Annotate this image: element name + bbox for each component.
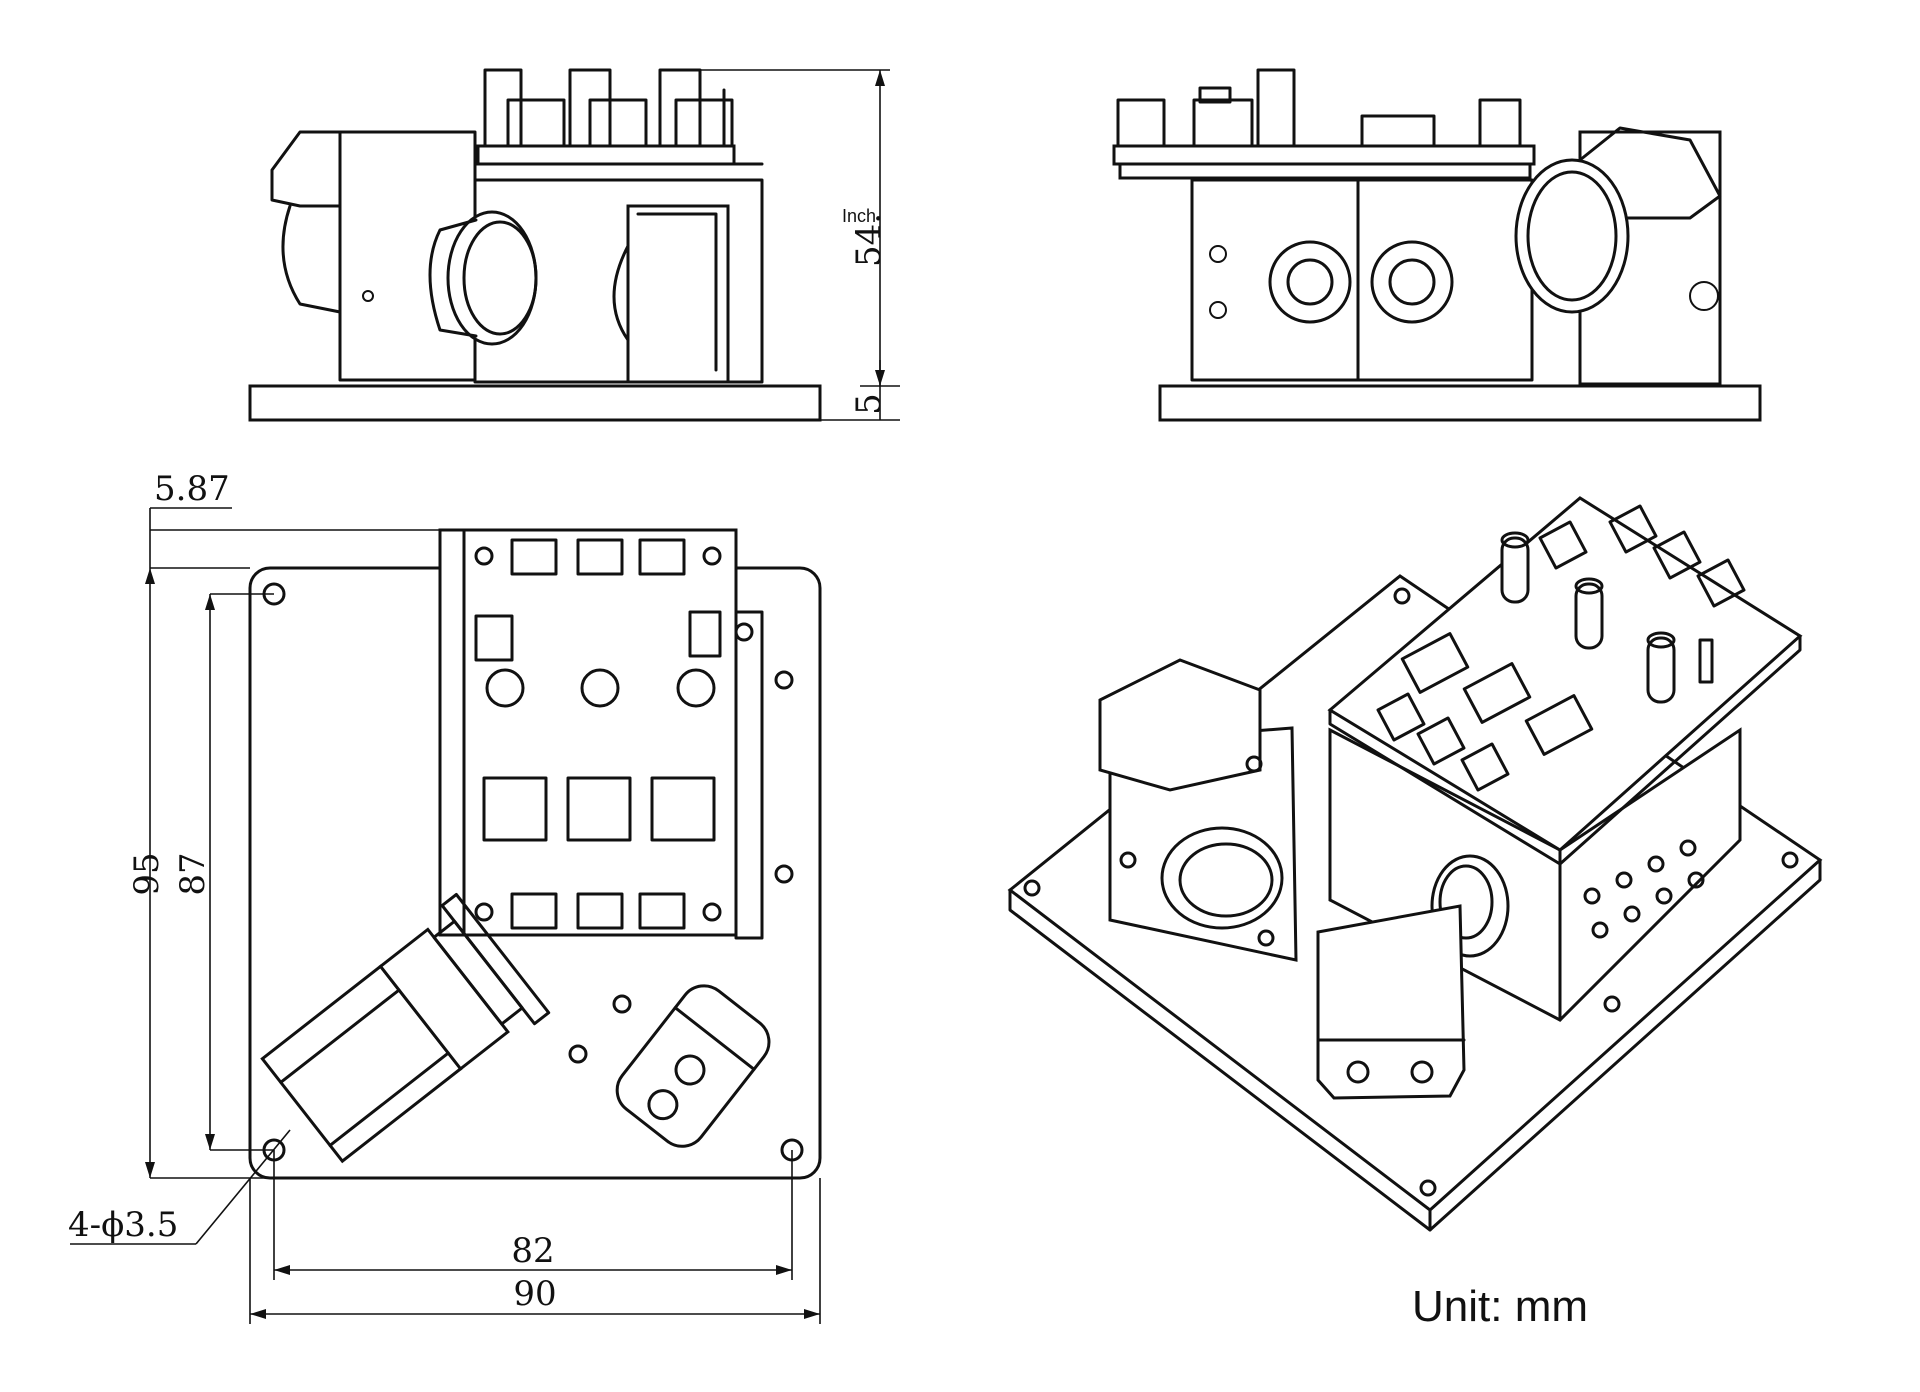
base-thickness-dim: 5: [849, 393, 889, 415]
top-view: 5.87 95 87 82 90 4-ϕ3.5: [68, 469, 822, 1324]
height-total-dim: 95: [127, 852, 167, 895]
offset-top-dim: 5.87: [154, 469, 230, 509]
width-holes-dim: 82: [511, 1231, 554, 1271]
height-unit-note: Inch: [842, 206, 876, 226]
isometric-view: [1007, 496, 1823, 1232]
width-total-dim: 90: [513, 1274, 556, 1314]
side-view-right: [1112, 68, 1762, 422]
side-view-left: 54. Inch 5: [248, 68, 900, 422]
height-side-dim: 54.: [849, 213, 889, 267]
unit-label: Unit: mm: [1412, 1282, 1588, 1331]
hole-spec-dim: 4-ϕ3.5: [68, 1205, 178, 1245]
height-holes-dim: 87: [173, 852, 213, 895]
